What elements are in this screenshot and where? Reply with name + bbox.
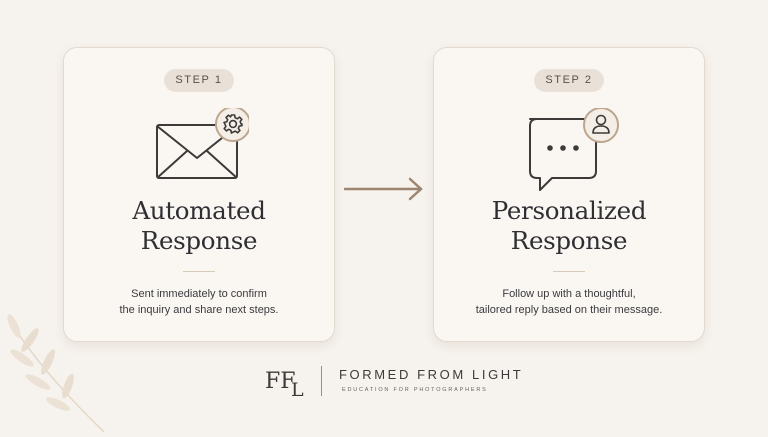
description-line: Follow up with a thoughtful, bbox=[502, 288, 636, 300]
title-line: Response bbox=[510, 226, 628, 255]
step-card-automated: STEP 1 Automated Response Sent immediate… bbox=[63, 47, 335, 342]
card-title: Personalized Response bbox=[434, 196, 704, 256]
brand-logo: FF L FORMED FROM LIGHT EDUCATION FOR PHO… bbox=[264, 362, 524, 402]
step-badge: STEP 2 bbox=[534, 69, 604, 92]
divider bbox=[183, 271, 215, 272]
title-line: Automated bbox=[132, 196, 266, 225]
step-badge: STEP 1 bbox=[164, 69, 234, 92]
monogram-logo: FF L bbox=[264, 364, 308, 401]
description-line: tailored reply based on their message. bbox=[475, 304, 663, 316]
leaf-branch-decoration bbox=[0, 300, 110, 433]
brand-name: FORMED FROM LIGHT bbox=[339, 367, 524, 382]
arrow-right-icon bbox=[343, 177, 424, 201]
title-line: Personalized bbox=[491, 196, 647, 225]
card-title: Automated Response bbox=[64, 196, 334, 256]
description-line: Sent immediately to confirm bbox=[131, 288, 267, 300]
brand-tagline: EDUCATION FOR PHOTOGRAPHERS bbox=[342, 387, 488, 393]
brand-divider bbox=[321, 366, 322, 396]
svg-text:FF: FF bbox=[265, 369, 296, 394]
card-description: Sent immediately to confirm the inquiry … bbox=[64, 286, 334, 318]
envelope-with-gear-icon bbox=[149, 106, 251, 198]
card-description: Follow up with a thoughtful, tailored re… bbox=[434, 286, 704, 318]
description-line: the inquiry and share next steps. bbox=[119, 304, 279, 316]
svg-text:L: L bbox=[291, 379, 304, 398]
title-line: Response bbox=[140, 226, 258, 255]
chat-bubble-with-person-icon bbox=[519, 107, 619, 198]
step-card-personalized: STEP 2 Personalized Response Follow up w… bbox=[433, 47, 705, 342]
divider bbox=[553, 271, 585, 272]
